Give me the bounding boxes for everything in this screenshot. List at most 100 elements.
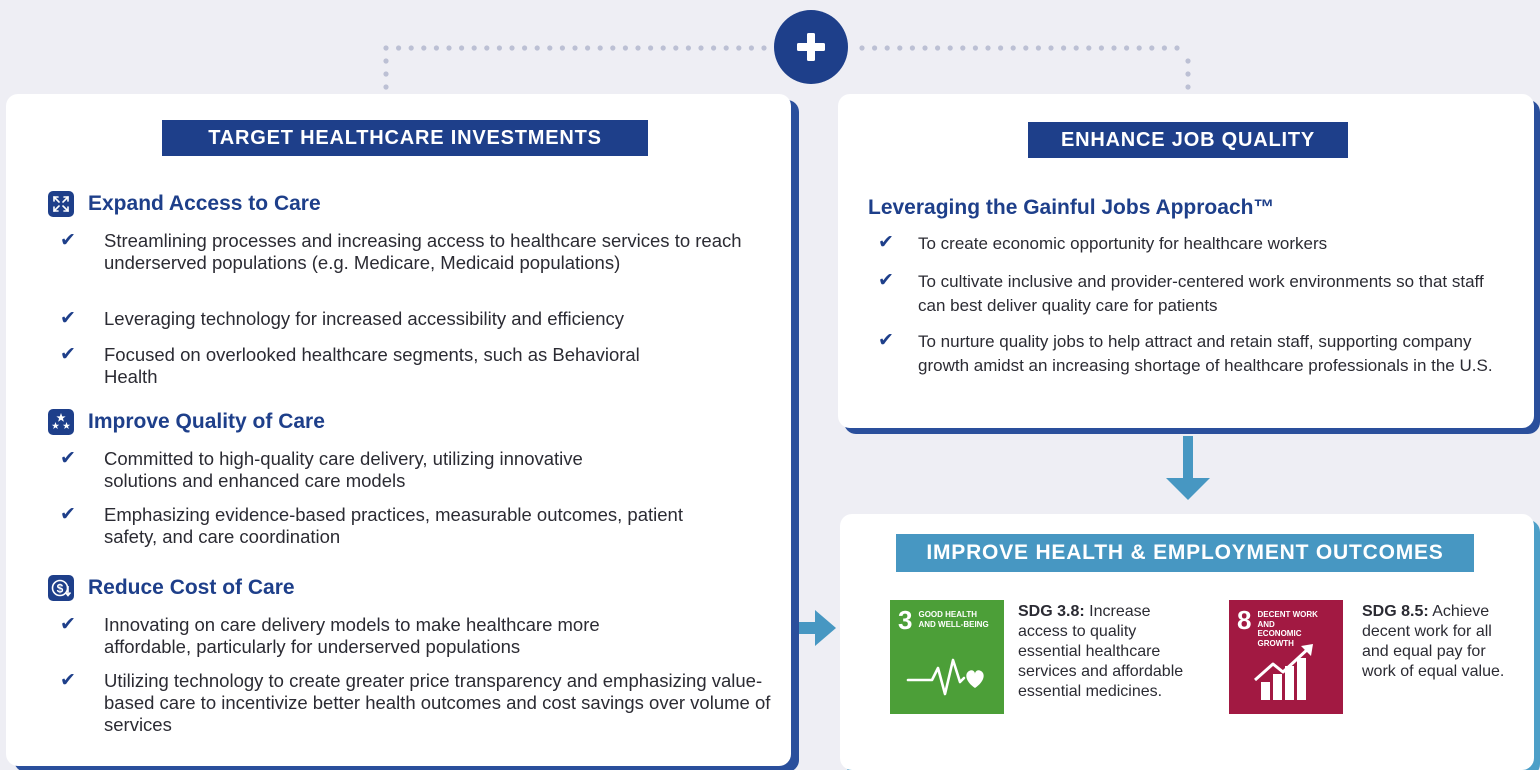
connector-dot <box>408 45 414 51</box>
connector-dot <box>534 45 540 51</box>
connector-dot <box>1048 45 1054 51</box>
connector-dot <box>985 45 991 51</box>
connector-dot <box>660 45 666 51</box>
connector-dot <box>1023 45 1029 51</box>
sdg-label: GOOD HEALTH AND WELL-BEING <box>918 610 989 629</box>
list-item: ✔ Streamlining processes and increasing … <box>60 230 742 273</box>
connector-dot <box>1098 45 1104 51</box>
connector-dot <box>736 45 742 51</box>
list-item: ✔ Emphasizing evidence-based practices, … <box>60 504 683 547</box>
connector-dot <box>698 45 704 51</box>
connector-dot <box>446 45 452 51</box>
connector-dot <box>433 45 439 51</box>
checkmark-icon: ✔ <box>878 270 894 291</box>
heartbeat-icon <box>906 658 984 696</box>
connector-dot <box>960 45 966 51</box>
connector-dot <box>1149 45 1155 51</box>
list-item: ✔ Utilizing technology to create greater… <box>60 670 771 735</box>
checkmark-icon: ✔ <box>60 448 76 469</box>
connector-dot <box>509 45 515 51</box>
section-title: Expand Access to Care <box>88 192 321 215</box>
connector-dot <box>383 58 389 64</box>
connector-dot <box>859 45 865 51</box>
sdg-label: DECENT WORK AND ECONOMIC GROWTH <box>1257 610 1318 648</box>
card-header: TARGET HEALTHCARE INVESTMENTS <box>162 120 648 156</box>
svg-text:$: $ <box>57 582 64 596</box>
checkmark-icon: ✔ <box>60 344 76 365</box>
checkmark-icon: ✔ <box>60 670 76 691</box>
connector-dot <box>547 45 553 51</box>
connector-dot <box>685 45 692 51</box>
section-expand-access: Expand Access to Care <box>48 191 321 217</box>
connector-dot <box>522 45 528 51</box>
connector-dot <box>884 45 890 51</box>
connector-dot <box>635 45 641 51</box>
growth-chart-icon <box>1254 644 1313 700</box>
enhance-job-quality-card: ENHANCE JOB QUALITY Leveraging the Gainf… <box>838 94 1534 428</box>
connector-dot <box>622 45 629 51</box>
connector-dot <box>909 45 916 51</box>
connector-dot <box>1174 45 1180 51</box>
card-subtitle: Leveraging the Gainful Jobs Approach™ <box>868 196 1275 219</box>
list-item: ✔ To create economic opportunity for hea… <box>878 232 1478 256</box>
connector-dot <box>935 45 941 51</box>
connector-dot <box>396 45 402 51</box>
section-reduce-cost: $ Reduce Cost of Care <box>48 575 295 601</box>
connector-dot <box>972 45 979 51</box>
connector-dot <box>383 84 389 90</box>
list-item: ✔ Committed to high-quality care deliver… <box>60 448 583 491</box>
checkmark-icon: ✔ <box>60 614 76 635</box>
connector-dot <box>383 71 389 77</box>
checkmark-icon: ✔ <box>878 330 894 351</box>
dollar-down-icon: $ <box>48 575 74 601</box>
expand-arrows-icon <box>48 191 74 217</box>
down-arrow <box>1166 436 1210 500</box>
sdg-3-tile: 3 GOOD HEALTH AND WELL-BEING <box>890 600 1004 714</box>
checkmark-icon: ✔ <box>60 504 76 525</box>
target-investments-card: TARGET HEALTHCARE INVESTMENTS Expand Acc… <box>6 94 791 766</box>
checkmark-icon: ✔ <box>60 230 76 251</box>
list-item: ✔ Innovating on care delivery models to … <box>60 614 600 657</box>
sdg-8-tile: 8 DECENT WORK AND ECONOMIC GROWTH <box>1229 600 1343 714</box>
plus-icon <box>797 33 825 61</box>
connector-dot <box>1061 45 1067 51</box>
checkmark-icon: ✔ <box>60 308 76 329</box>
connector-dot <box>383 45 389 51</box>
sdg-number: 8 <box>1237 605 1252 635</box>
connector-dot <box>1124 45 1130 51</box>
connector-dot <box>421 45 427 51</box>
connector-dot <box>897 45 903 51</box>
connector-dot <box>1161 45 1167 51</box>
connector-dot <box>947 45 953 51</box>
connector-dot <box>748 45 755 51</box>
checkmark-icon: ✔ <box>878 232 894 253</box>
connector-dot <box>1086 45 1092 51</box>
list-item: ✔ To cultivate inclusive and provider-ce… <box>878 270 1498 318</box>
connector-dot <box>610 45 616 51</box>
connector-dot <box>761 45 767 51</box>
connector-dot <box>711 45 717 51</box>
list-item: ✔ Leveraging technology for increased ac… <box>60 308 625 329</box>
connector-dot <box>723 45 729 51</box>
connector-dot <box>1010 45 1016 51</box>
connector-dot <box>922 45 928 51</box>
connector-dot <box>673 45 679 51</box>
connector-dot <box>1185 58 1191 64</box>
card-header: IMPROVE HEALTH & EMPLOYMENT OUTCOMES <box>896 534 1474 572</box>
connector-dot <box>1111 45 1117 51</box>
right-arrow <box>793 610 836 646</box>
connector-dot <box>572 45 578 51</box>
section-title: Reduce Cost of Care <box>88 576 295 599</box>
connector-dot <box>1073 45 1079 51</box>
sdg-8-description: SDG 8.5: Achieve decent work for all and… <box>1362 603 1505 680</box>
list-item: ✔ To nurture quality jobs to help attrac… <box>878 330 1503 378</box>
connector-dot <box>559 45 566 51</box>
connector-dot <box>648 45 654 51</box>
card-header: ENHANCE JOB QUALITY <box>1028 122 1348 158</box>
sdg-3-description: SDG 3.8: Increase access to quality esse… <box>1018 603 1184 700</box>
section-improve-quality: Improve Quality of Care <box>48 409 325 435</box>
connector-dot <box>484 45 490 51</box>
section-title: Improve Quality of Care <box>88 410 325 433</box>
connector-dot <box>1185 71 1191 77</box>
